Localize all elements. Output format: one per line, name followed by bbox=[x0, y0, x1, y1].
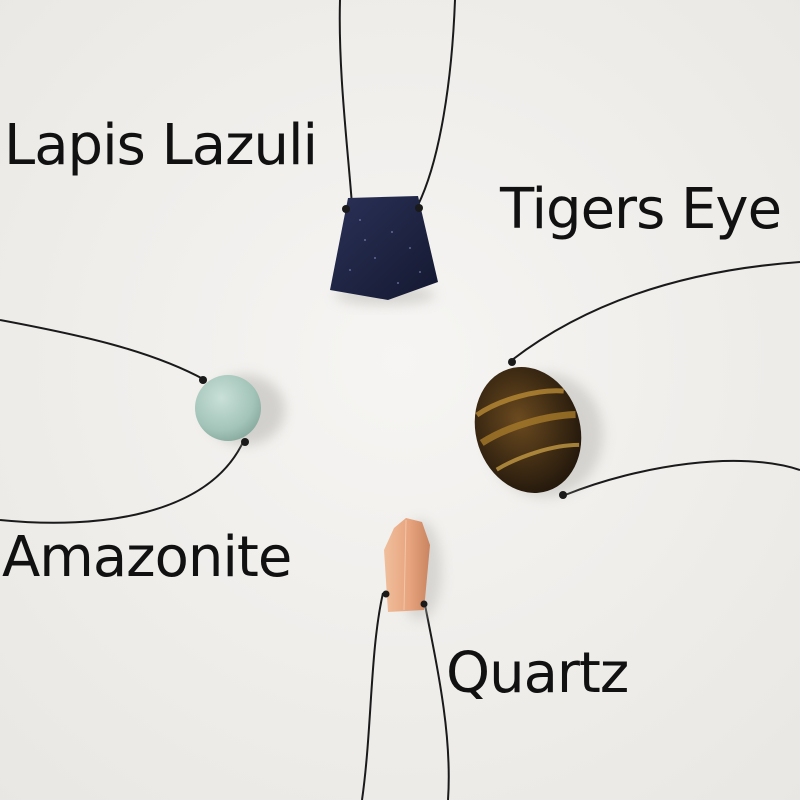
quartz-pendant bbox=[361, 518, 450, 800]
tigers-eye-pendant bbox=[474, 261, 800, 499]
lapis-lazuli-pendant bbox=[330, 0, 456, 305]
amazonite-pendant bbox=[0, 319, 285, 524]
amazonite-label: Amazonite bbox=[2, 525, 292, 590]
quartz-label: Quartz bbox=[446, 641, 629, 706]
lapis-lazuli-label: Lapis Lazuli bbox=[4, 113, 318, 178]
tigers-eye-label: Tigers Eye bbox=[500, 177, 782, 242]
